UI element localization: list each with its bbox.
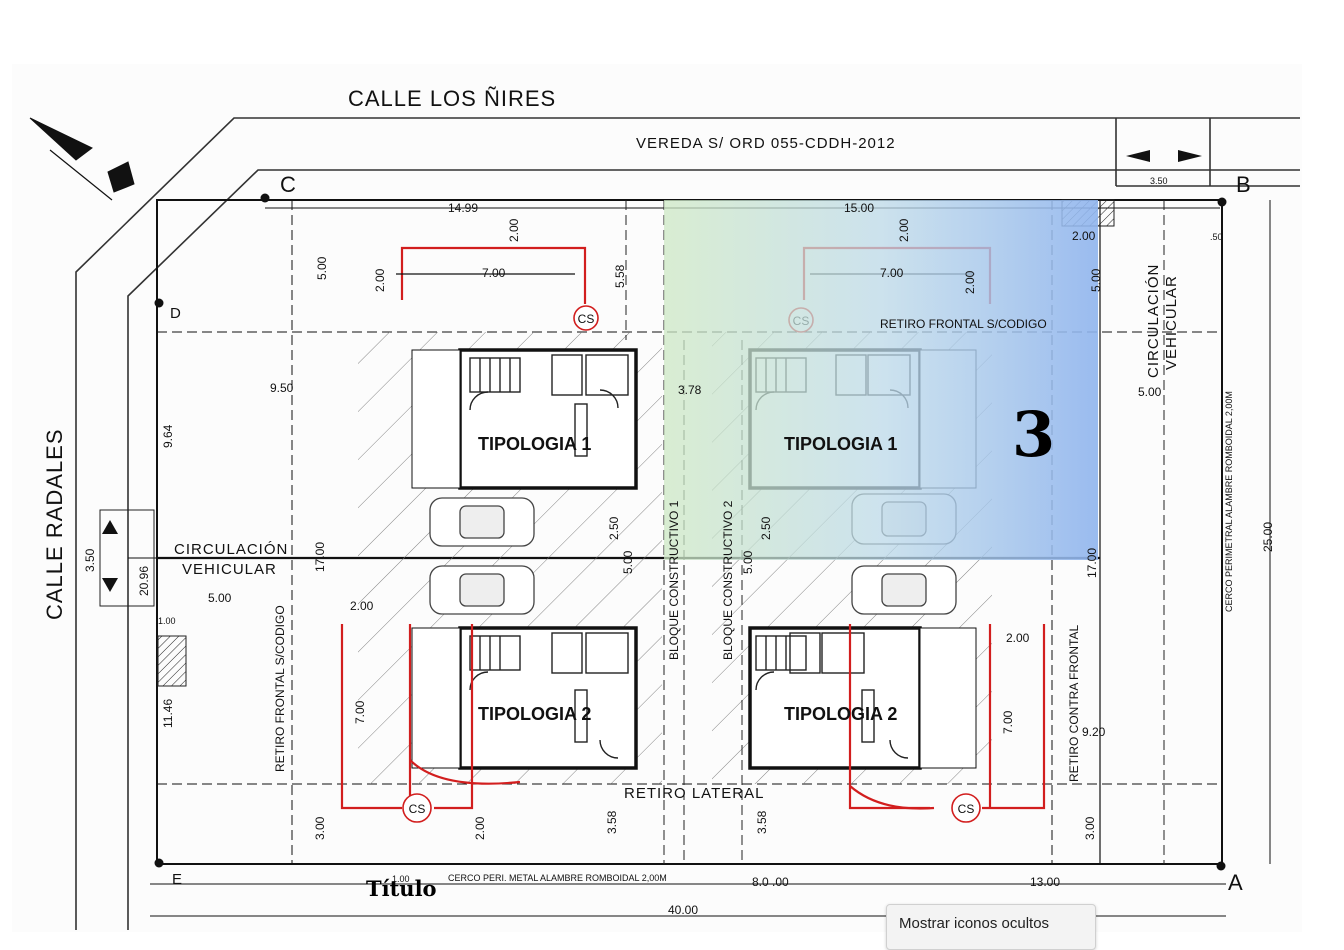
dim-1700-a: 17.00 [313,542,327,572]
dim-350-top: 3.50 [1150,176,1168,186]
cs-label-3: CS [409,802,426,816]
corner-b: B [1236,172,1252,197]
dim-800: 8.0 .00 [752,875,789,889]
corner-c: C [280,172,297,197]
dim-200-g: 2.00 [1006,631,1030,645]
retiro-frontal-top: RETIRO FRONTAL S/CODIGO [880,317,1047,331]
street-top-label: CALLE LOS ÑIRES [348,86,556,111]
dim-250-a: 2.50 [607,516,621,540]
dim-350-left: 3.50 [83,548,97,572]
dim-100: 1.00 [158,616,176,626]
cs-label-4: CS [958,802,975,816]
dim-950: 9.50 [270,381,294,395]
dim-500-a: 5.00 [315,256,329,280]
dim-200-h: 2.00 [473,816,487,840]
dim-500-d: 5.00 [621,550,635,574]
cerco-right: CERCO PERIMETRAL ALAMBRE ROMBOIDAL 2,00M [1224,391,1234,612]
dim-700-a: 7.00 [482,266,506,280]
street-lines [75,117,1300,930]
street-arrows [99,150,1202,607]
dim-1499: 14.99 [448,201,478,215]
retiro-contra: RETIRO CONTRA FRONTAL [1067,625,1081,782]
retiro-lateral: RETIRO LATERAL [624,785,764,802]
dim-200-a: 2.00 [507,218,521,242]
dim-358-a: 3.58 [605,810,619,834]
unit-t1-right: TIPOLOGIA 1 [784,434,897,454]
dim-558: 5.58 [613,264,627,288]
dim-700-d: 7.00 [1001,710,1015,734]
circ-left-2: VEHICULAR [182,561,277,578]
corner-a: A [1228,870,1244,895]
dim-700-b: 7.00 [880,266,904,280]
unit-t2-left: TIPOLOGIA 2 [478,704,591,724]
dim-100b: 1.00 [392,874,410,884]
major-labels: CALLE LOS ÑIRES CALLE RADALES VEREDA S/ … [42,86,1252,895]
bloque-2: BLOQUE CONSTRUCTIVO 2 [721,500,735,660]
corner-e: E [172,871,183,888]
dim-700-c: 7.00 [353,700,367,724]
unit-t2-right: TIPOLOGIA 2 [784,704,897,724]
dim-2500: 25.00 [1261,522,1275,552]
dim-1500: 15.00 [844,201,874,215]
dim-200-b: 2.00 [897,218,911,242]
dim-300-a: 3.00 [313,816,327,840]
dim-50: .50 [1210,232,1223,242]
cerco-bottom: CERCO PERI. METAL ALAMBRE ROMBOIDAL 2,00… [448,873,667,883]
dim-500-c: 5.00 [208,591,232,605]
dim-500-e: 5.00 [741,550,755,574]
hidden-icons-tooltip: Mostrar iconos ocultos [886,904,1096,950]
circ-right-2: VEHICULAR [1163,275,1180,370]
dim-1146: 11.46 [161,699,175,728]
dim-4000: 40.00 [668,903,698,917]
unit-t1-left: TIPOLOGIA 1 [478,434,591,454]
overlay-title: Título [366,876,437,901]
dim-200-c: 2.00 [373,268,387,292]
dim-964: 9.64 [161,424,175,448]
cs-label-1: CS [578,312,595,326]
red-lines [340,246,1046,810]
bloque-1: BLOQUE CONSTRUCTIVO 1 [667,500,681,660]
retiro-frontal-left: RETIRO FRONTAL S/CODIGO [273,605,287,772]
dim-200-tr: 2.00 [1072,229,1096,243]
dim-358-b: 3.58 [755,810,769,834]
dim-2096: 20.96 [137,566,151,596]
dim-200-d: 2.00 [963,270,977,294]
dim-378: 3.78 [678,383,702,397]
dimension-labels: 14.99 15.00 3.50 2.00 .50 2.00 2.00 2.00… [83,176,1275,917]
circ-right-1: CIRCULACIÓN [1145,264,1162,378]
highlight-region [664,200,1098,560]
dim-500-f: 5.00 [1138,385,1162,399]
dim-500-b: 5.00 [1089,268,1103,292]
north-arrow-icon [29,117,135,201]
corner-d: D [170,305,182,322]
dim-200-f: 2.00 [350,599,374,613]
corner-points [154,193,1227,871]
dim-300-b: 3.00 [1083,816,1097,840]
street-left-label: CALLE RADALES [42,428,67,620]
dim-1700-b: 17.00 [1085,548,1099,578]
dim-1300: 13.00 [1030,875,1060,889]
dim-920: 9.20 [1082,725,1106,739]
overlay-number: 3 [1012,398,1056,471]
sidewalk-label: VEREDA S/ ORD 055-CDDH-2012 [636,135,896,152]
dim-250-b: 2.50 [759,516,773,540]
circ-left-1: CIRCULACIÓN [174,541,288,558]
